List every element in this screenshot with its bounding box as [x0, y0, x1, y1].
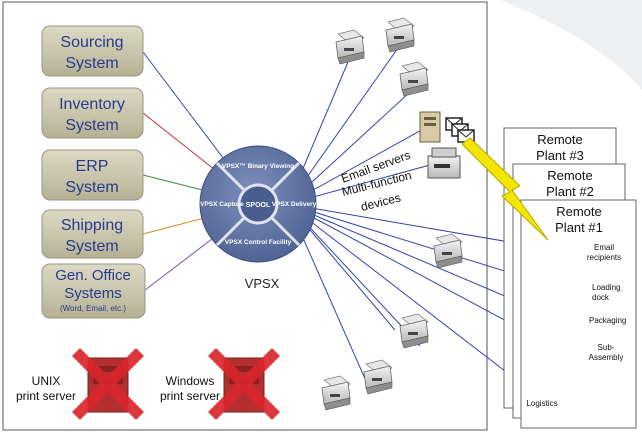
- source-line1: Sourcing: [60, 34, 123, 51]
- windows-print-server: Windows print server: [160, 348, 280, 420]
- printer-slot: [330, 394, 340, 397]
- email-server-icon: [419, 111, 475, 143]
- source-systems: Sourcing System Inventory System ERP Sys…: [41, 25, 146, 319]
- source-line2: System: [65, 179, 118, 196]
- multifunction-device-icon: [427, 147, 461, 179]
- source-line1: Shipping: [61, 217, 123, 234]
- printer-slot: [372, 378, 382, 381]
- printer-slot: [408, 332, 418, 335]
- server-tower: [419, 111, 441, 143]
- plant-item-label: recipients: [587, 253, 621, 262]
- source-box-erp: ERP System: [41, 149, 144, 201]
- printer-icon: [335, 29, 365, 65]
- source-line1: ERP: [76, 158, 109, 175]
- printer-icon: [433, 233, 463, 269]
- source-line2: Systems: [64, 285, 122, 302]
- printer-base: [401, 83, 429, 97]
- printer-slot: [344, 48, 354, 51]
- source-line2: System: [65, 238, 118, 255]
- hub-center-label: SPOOL: [246, 202, 271, 209]
- vpsx-hub: SPOOL VPSX™ Binary Viewing VPSX Capture …: [199, 145, 317, 291]
- printer-icon: [321, 375, 351, 411]
- source-box-inventory: Inventory System: [41, 87, 144, 139]
- plant-title-line1: Remote: [537, 132, 583, 147]
- plant-item-label: Sub-: [598, 343, 615, 352]
- plant-item-label: Assembly: [589, 353, 624, 362]
- windows-label-line1: Windows: [166, 374, 215, 388]
- plant-item-label: dock: [592, 293, 610, 302]
- printer-icon: [399, 61, 429, 97]
- printer-base: [401, 335, 429, 349]
- plant-item-label: Logistics: [526, 399, 557, 408]
- source-line3: (Word, Email, etc.): [60, 304, 126, 313]
- source-box-gen-office: Gen. Office Systems (Word, Email, etc.): [41, 263, 146, 319]
- remote-plant-1: Remote Plant #1: [520, 199, 637, 429]
- unix-print-server: UNIX print server: [16, 348, 144, 420]
- unix-label-line2: print server: [16, 389, 76, 403]
- hub-right-label: VPSX Delivery: [272, 201, 317, 208]
- plant-item-label: Packaging: [589, 316, 626, 325]
- windows-label-line2: print server: [160, 389, 220, 403]
- printer-base: [323, 397, 351, 411]
- mfd-scanner: [431, 147, 457, 158]
- plant-title-line1: Remote: [547, 168, 593, 183]
- plant-item-label: Email: [594, 243, 614, 252]
- source-box-sourcing: Sourcing System: [41, 25, 144, 77]
- source-line1: Inventory: [59, 96, 125, 113]
- mfd-slot: [434, 164, 450, 168]
- printer-base: [387, 39, 415, 53]
- background-swoosh: [500, 0, 642, 90]
- output-connector: [287, 203, 541, 399]
- plant-title-line2: Plant #1: [555, 220, 603, 235]
- printer-slot: [408, 80, 418, 83]
- unix-label-line1: UNIX: [32, 374, 61, 388]
- printer-base: [435, 255, 463, 269]
- hub-caption: VPSX: [245, 276, 280, 291]
- printer-slot: [442, 252, 452, 255]
- printer-icon: [385, 17, 415, 53]
- hub-left-label: VPSX Capture: [200, 201, 244, 208]
- source-line2: System: [65, 55, 118, 72]
- hub-bottom-label: VPSX Control Facility: [225, 239, 292, 246]
- plant-title-line1: Remote: [556, 204, 602, 219]
- plant-title-line2: Plant #3: [536, 148, 584, 163]
- printer-base: [365, 381, 393, 395]
- server-bay: [424, 117, 436, 120]
- envelope-flap: [457, 129, 475, 138]
- source-line2: System: [65, 117, 118, 134]
- network-link-bolt: [461, 137, 549, 241]
- plant-title-line2: Plant #2: [546, 184, 594, 199]
- printer-icon: [399, 313, 429, 349]
- printer-icon: [363, 359, 393, 395]
- server-bay: [424, 123, 436, 126]
- printer-slot: [394, 36, 404, 39]
- hub-top-label: VPSX™ Binary Viewing: [222, 163, 294, 170]
- source-line1: Gen. Office: [55, 267, 131, 284]
- source-box-shipping: Shipping System: [41, 209, 144, 259]
- printer-base: [337, 51, 365, 65]
- plant-item-label: Loading: [592, 283, 620, 292]
